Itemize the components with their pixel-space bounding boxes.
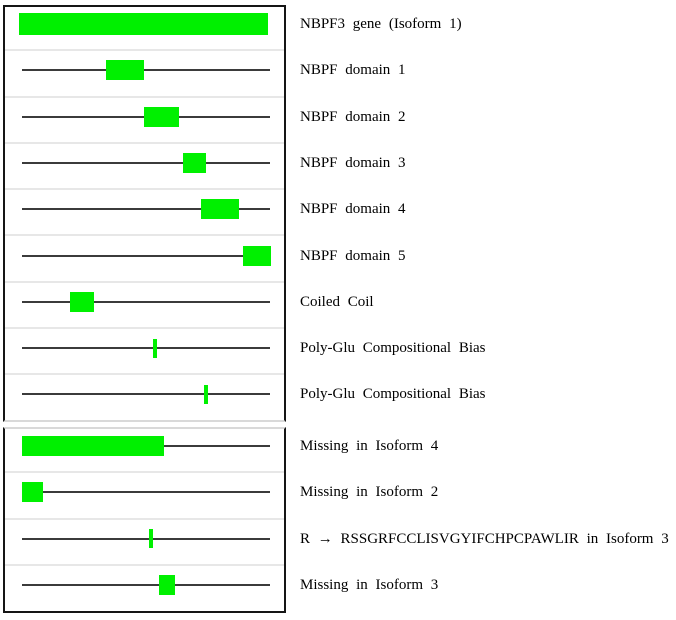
sequence-line (22, 393, 270, 396)
feature-marker-box (183, 152, 206, 173)
row-separator (5, 49, 284, 52)
sequence-line (22, 583, 270, 586)
row-separator (5, 234, 284, 237)
feature-marker-tick (149, 529, 153, 549)
feature-row: Missing in Isoform 4 (0, 427, 676, 474)
feature-marker-bar (19, 13, 268, 35)
feature-row: NBPF domain 4 (0, 190, 676, 237)
feature-label: Poly-Glu Compositional Bias (300, 339, 486, 356)
sequence-line (22, 208, 270, 211)
sequence-line (22, 347, 270, 350)
feature-row: NBPF domain 5 (0, 237, 676, 283)
feature-track (3, 190, 286, 237)
feature-marker-box (243, 245, 271, 266)
sequence-line (22, 69, 270, 72)
feature-label: NBPF domain 5 (300, 247, 406, 264)
row-separator (5, 188, 284, 191)
feature-label: Coiled Coil (300, 293, 374, 310)
feature-track (3, 144, 286, 191)
row-separator (5, 141, 284, 144)
feature-row: Missing in Isoform 2 (0, 473, 676, 520)
row-separator (5, 327, 284, 330)
feature-label: NBPF domain 1 (300, 62, 406, 79)
feature-label: R → RSSGRFCCLISVGYIFCHPCPAWLIR in Isofor… (300, 530, 669, 547)
feature-track (3, 329, 286, 376)
feature-track (3, 473, 286, 520)
feature-marker-box (201, 199, 239, 220)
feature-marker-box (22, 482, 43, 503)
feature-marker-bar (22, 436, 164, 456)
feature-row: Poly-Glu Compositional Bias (0, 375, 676, 421)
sequence-line (22, 161, 270, 164)
row-separator (5, 280, 284, 283)
feature-track (3, 427, 286, 474)
sequence-line (22, 300, 270, 303)
feature-marker-box (106, 60, 144, 81)
feature-label: Missing in Isoform 4 (300, 437, 439, 454)
feature-marker-box (70, 291, 94, 312)
feature-track (3, 375, 286, 421)
feature-track (3, 283, 286, 330)
feature-label: NBPF3 gene (Isoform 1) (300, 15, 462, 32)
feature-track (3, 98, 286, 144)
feature-row: Coiled Coil (0, 283, 676, 330)
row-separator (5, 95, 284, 98)
sequence-line (22, 491, 270, 494)
feature-label: Missing in Isoform 3 (300, 576, 439, 593)
isoform-variants-panel (3, 427, 286, 613)
feature-marker-tick (153, 338, 157, 358)
feature-track (3, 5, 286, 52)
gene-and-domains-panel (3, 5, 286, 422)
row-separator (5, 373, 284, 376)
feature-row: Missing in Isoform 3 (0, 566, 676, 612)
feature-track (3, 51, 286, 98)
feature-row: R → RSSGRFCCLISVGYIFCHPCPAWLIR in Isofor… (0, 520, 676, 566)
feature-marker-box (144, 106, 179, 127)
row-separator (5, 471, 284, 474)
sequence-line (22, 254, 270, 257)
feature-marker-box (159, 574, 175, 595)
feature-label: NBPF domain 4 (300, 200, 406, 217)
feature-row: NBPF domain 1 (0, 51, 676, 98)
sequence-line (22, 537, 270, 540)
feature-marker-tick (204, 384, 208, 404)
feature-label: Missing in Isoform 2 (300, 484, 439, 501)
feature-track (3, 520, 286, 566)
feature-label: NBPF domain 3 (300, 154, 406, 171)
feature-label: NBPF domain 2 (300, 108, 406, 125)
feature-track (3, 237, 286, 283)
row-separator (5, 517, 284, 520)
feature-row: NBPF domain 3 (0, 144, 676, 191)
feature-track (3, 566, 286, 612)
feature-label: Poly-Glu Compositional Bias (300, 386, 486, 403)
feature-row: NBPF domain 2 (0, 98, 676, 144)
feature-row: Poly-Glu Compositional Bias (0, 329, 676, 376)
row-separator (5, 563, 284, 566)
feature-row: NBPF3 gene (Isoform 1) (0, 5, 676, 52)
